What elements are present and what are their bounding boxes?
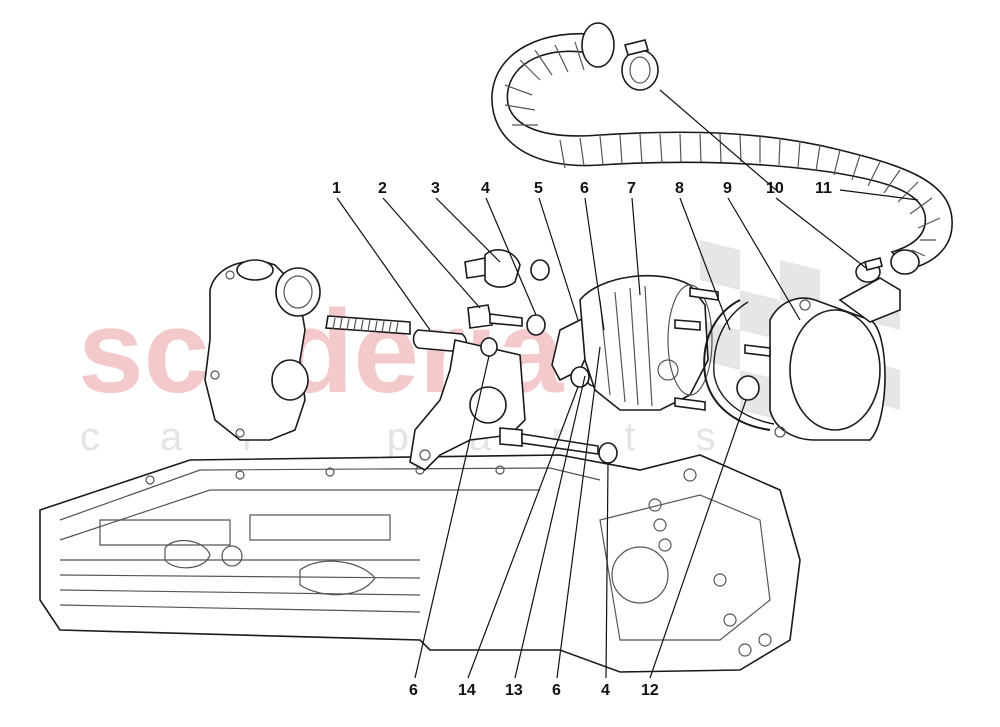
callout-2: 2 — [378, 180, 387, 197]
washer — [526, 314, 546, 336]
callout-13: 13 — [505, 682, 523, 699]
callout-1: 1 — [332, 180, 341, 197]
thermostat-housing — [204, 259, 321, 441]
leader-lines — [336, 89, 919, 679]
engine-block — [39, 454, 801, 673]
callout-6: 6 — [580, 180, 589, 197]
callout-8: 8 — [675, 180, 684, 197]
drive-belt-inner — [713, 301, 775, 425]
filter-canister — [744, 277, 901, 441]
callout-14: 14 — [458, 682, 476, 699]
callouts-top: 1 2 3 4 5 6 7 8 9 10 11 — [332, 180, 832, 197]
washer-lower — [598, 442, 618, 464]
callouts-bottom: 6 14 13 6 4 12 — [409, 682, 659, 699]
callout-10: 10 — [766, 180, 784, 197]
callout-9: 9 — [723, 180, 732, 197]
callout-12: 12 — [641, 682, 659, 699]
coolant-hose — [491, 22, 953, 275]
callout-7: 7 — [627, 180, 636, 197]
stud — [325, 315, 411, 335]
nut — [480, 337, 498, 357]
sensor — [464, 249, 521, 288]
hose-clamp-upper — [621, 39, 659, 91]
callout-3: 3 — [431, 180, 440, 197]
callout-4: 4 — [481, 180, 490, 197]
mounting-bracket — [409, 339, 526, 471]
callout-4-bottom: 4 — [601, 682, 610, 699]
hose-clamp-lower — [855, 257, 883, 283]
drive-belt — [703, 299, 771, 431]
callout-5: 5 — [534, 180, 543, 197]
link-bushing — [570, 366, 590, 388]
callout-6-bottom-a: 6 — [409, 682, 418, 699]
callout-6-bottom-b: 6 — [552, 682, 561, 699]
washer-sensor — [530, 259, 550, 281]
alternator — [579, 274, 719, 411]
long-bolt — [499, 427, 599, 455]
callout-11: 11 — [815, 180, 832, 197]
bolt — [467, 304, 523, 329]
bushing — [736, 375, 760, 401]
